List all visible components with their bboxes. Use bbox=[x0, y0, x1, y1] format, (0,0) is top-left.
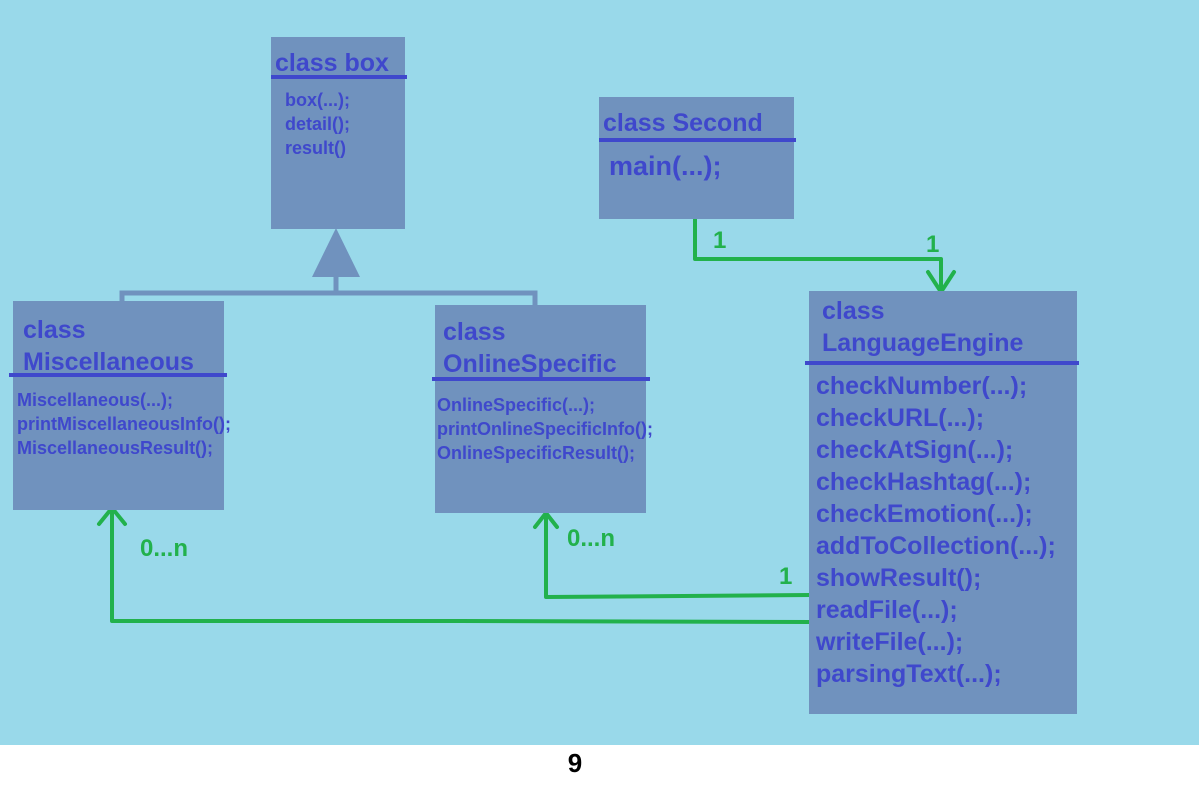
method-item: main(...); bbox=[609, 151, 722, 181]
method-item: checkAtSign(...); bbox=[816, 436, 1014, 464]
method-item: checkEmotion(...); bbox=[816, 500, 1033, 528]
association-engine-misc bbox=[97, 506, 812, 624]
class-divider bbox=[432, 377, 650, 381]
method-item: Miscellaneous(...); bbox=[17, 390, 174, 410]
method-item: OnlineSpecific(...); bbox=[437, 395, 596, 415]
class-title: class Miscellaneous bbox=[23, 316, 194, 376]
method-item: parsingText(...); bbox=[816, 660, 1002, 688]
method-item: box(...); bbox=[285, 90, 350, 110]
method-item: result() bbox=[285, 138, 347, 158]
method-item: printMiscellaneousInfo(); bbox=[17, 414, 232, 434]
class-title: class OnlineSpecific bbox=[443, 318, 617, 378]
multiplicity-engine-target: 1 bbox=[926, 231, 940, 258]
class-miscellaneous: class Miscellaneous Miscellaneous(...); … bbox=[9, 301, 231, 510]
method-item: showResult(); bbox=[816, 564, 982, 592]
multiplicity-second: 1 bbox=[713, 227, 727, 254]
class-title: class Second bbox=[603, 109, 763, 137]
method-item: printOnlineSpecificInfo(); bbox=[437, 419, 653, 439]
association-second-engine bbox=[693, 217, 956, 294]
method-item: addToCollection(...); bbox=[816, 532, 1056, 560]
method-item: checkNumber(...); bbox=[816, 372, 1028, 400]
association-engine-online bbox=[533, 511, 812, 599]
multiplicity-online: 0...n bbox=[567, 525, 616, 552]
class-second: class Second main(...); bbox=[599, 97, 796, 219]
method-list: main(...); bbox=[609, 150, 722, 182]
method-item: checkHashtag(...); bbox=[816, 468, 1032, 496]
method-item: detail(); bbox=[285, 114, 350, 134]
method-item: writeFile(...); bbox=[816, 628, 964, 656]
page-number: 9 bbox=[567, 748, 583, 778]
class-divider bbox=[9, 373, 227, 377]
class-divider bbox=[271, 75, 407, 79]
method-list: box(...); detail(); result() bbox=[285, 88, 350, 160]
method-item: checkURL(...); bbox=[816, 404, 985, 432]
method-list: OnlineSpecific(...); printOnlineSpecific… bbox=[437, 393, 653, 465]
class-divider bbox=[805, 361, 1079, 365]
class-divider bbox=[599, 138, 796, 142]
connector-layer bbox=[97, 217, 956, 624]
multiplicity-misc: 0...n bbox=[140, 535, 189, 562]
method-list: Miscellaneous(...); printMiscellaneousIn… bbox=[17, 388, 231, 460]
method-list: checkNumber(...); checkURL(...); checkAt… bbox=[816, 370, 1056, 690]
method-item: OnlineSpecificResult(); bbox=[437, 443, 636, 463]
inheritance-connector bbox=[119, 276, 538, 305]
method-item: readFile(...); bbox=[816, 596, 958, 624]
class-title: class LanguageEngine bbox=[822, 297, 1024, 357]
method-item: MiscellaneousResult(); bbox=[17, 438, 214, 458]
multiplicity-engine-source: 1 bbox=[779, 563, 793, 590]
inheritance-arrowhead bbox=[312, 228, 360, 277]
class-languageengine: class LanguageEngine checkNumber(...); c… bbox=[805, 291, 1079, 714]
class-box: class box box(...); detail(); result() bbox=[271, 37, 407, 229]
class-onlinespecific: class OnlineSpecific OnlineSpecific(...)… bbox=[432, 305, 653, 513]
diagram-canvas: class box box(...); detail(); result() c… bbox=[0, 0, 1199, 745]
class-title: class box bbox=[275, 49, 389, 77]
